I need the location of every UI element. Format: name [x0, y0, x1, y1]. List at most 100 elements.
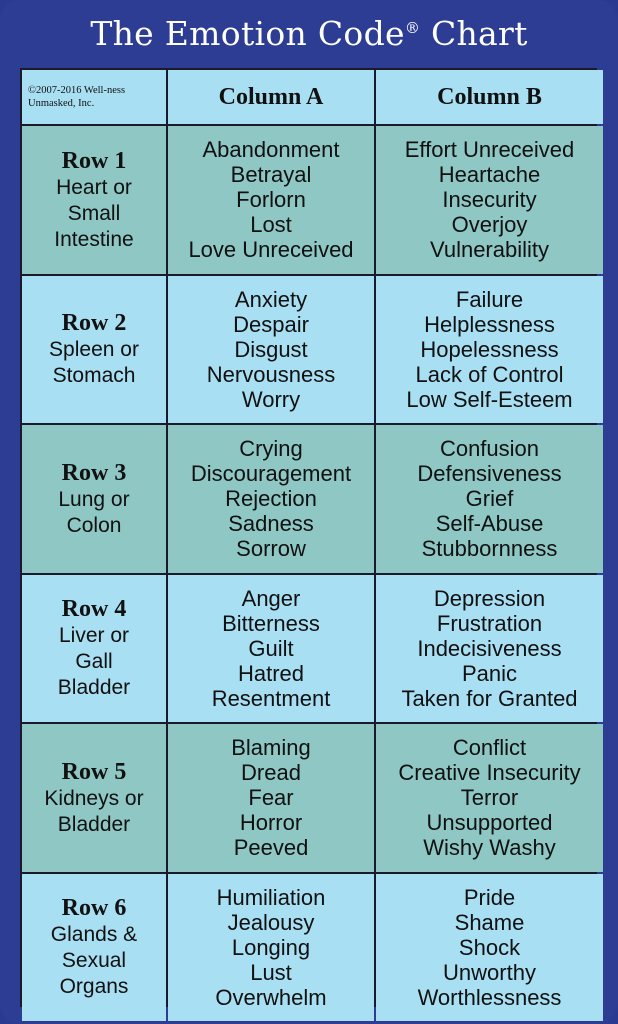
- emotion-item: Effort Unreceived: [404, 137, 575, 163]
- emotion-item: Lust: [250, 959, 292, 985]
- emotion-item: Helplessness: [424, 311, 555, 337]
- emotion-item: Anger: [241, 585, 301, 611]
- emotion-item: Jealousy: [227, 909, 315, 935]
- emotion-table: ©2007-2016 Well-ness Unmasked, Inc. Colu…: [20, 68, 603, 1021]
- row-label: Row 1: [61, 147, 127, 174]
- emotion-item: Lack of Control: [415, 361, 564, 387]
- emotion-item: Creative Insecurity: [398, 760, 581, 786]
- emotion-item: Nervousness: [206, 361, 336, 387]
- organ-text: Gall: [75, 650, 113, 674]
- row-label: Row 2: [61, 310, 127, 337]
- emotion-item: Overwhelm: [215, 984, 327, 1010]
- emotion-item: Dread: [241, 760, 301, 786]
- emotion-item: Forlorn: [236, 187, 306, 213]
- emotion-item: Low Self-Esteem: [406, 386, 573, 412]
- title-text: The Emotion Code: [90, 14, 405, 53]
- emotion-item: Conflict: [452, 735, 527, 761]
- emotion-item: Fear: [248, 785, 294, 811]
- emotion-item: Taken for Granted: [401, 685, 578, 711]
- organ-text: Organs: [59, 975, 129, 999]
- organ-text: Liver or: [58, 624, 130, 648]
- emotion-item: Stubbornness: [421, 536, 558, 562]
- organ-text: Kidneys or: [44, 786, 144, 810]
- emotion-item: Resentment: [211, 685, 331, 711]
- emotion-item: Indecisiveness: [417, 635, 562, 661]
- emotion-item: Confusion: [439, 436, 540, 462]
- registered-mark: ®: [404, 19, 421, 37]
- emotion-item: Depression: [433, 585, 546, 611]
- emotion-item: Discouragement: [190, 461, 352, 487]
- organ-text: Colon: [66, 513, 122, 537]
- emotion-item: Unworthy: [443, 959, 536, 985]
- emotion-item: Hopelessness: [420, 336, 559, 362]
- organ-text: Spleen or: [49, 338, 139, 362]
- emotion-item: Wishy Washy: [423, 835, 556, 861]
- emotion-item: Shock: [458, 934, 521, 960]
- emotion-item: Insecurity: [442, 187, 537, 213]
- emotion-item: Guilt: [248, 635, 294, 661]
- title-suffix: Chart: [430, 14, 528, 53]
- organ-text: Lung or: [58, 487, 130, 511]
- emotion-item: Self-Abuse: [435, 511, 544, 537]
- organ-text: Intestine: [54, 227, 134, 251]
- emotion-item: Heartache: [438, 162, 541, 188]
- organ-text: Stomach: [52, 364, 136, 388]
- emotion-item: Sorrow: [236, 536, 306, 562]
- column-b-header: Column B: [376, 70, 603, 124]
- emotion-item: Blaming: [231, 735, 311, 761]
- emotion-item: Hatred: [237, 660, 305, 686]
- emotion-item: Defensiveness: [417, 461, 562, 487]
- emotion-item: Failure: [455, 286, 524, 312]
- emotion-item: Vulnerability: [429, 237, 550, 263]
- organ-text: Bladder: [57, 676, 131, 700]
- organ-text: Heart or: [56, 175, 132, 199]
- row-label: Row 5: [61, 758, 127, 785]
- organ-text: Bladder: [57, 812, 131, 836]
- emotion-item: Peeved: [233, 835, 309, 861]
- organ-text: Sexual: [61, 949, 127, 973]
- copyright-cell: ©2007-2016 Well-ness Unmasked, Inc.: [22, 70, 166, 124]
- emotion-item: Disgust: [234, 336, 308, 362]
- organ-text: Glands &: [50, 923, 138, 947]
- emotion-item: Abandonment: [202, 137, 340, 163]
- emotion-item: Worthlessness: [417, 984, 562, 1010]
- emotion-item: Rejection: [225, 486, 317, 512]
- emotion-item: Bitterness: [222, 610, 320, 636]
- emotion-item: Terror: [460, 785, 519, 811]
- emotion-item: Grief: [465, 486, 514, 512]
- column-b-label: Column B: [437, 83, 542, 110]
- row-label: Row 4: [61, 596, 127, 623]
- emotion-item: Sadness: [228, 511, 314, 537]
- column-a-header: Column A: [168, 70, 374, 124]
- row-label: Row 3: [61, 459, 127, 486]
- emotion-item: Longing: [231, 934, 311, 960]
- emotion-item: Unsupported: [426, 810, 553, 836]
- column-a-label: Column A: [218, 83, 324, 110]
- copyright-text: ©2007-2016 Well-ness Unmasked, Inc.: [28, 85, 126, 109]
- emotion-item: Frustration: [436, 610, 543, 636]
- emotion-item: Worry: [241, 386, 301, 412]
- emotion-item: Overjoy: [451, 212, 528, 238]
- row-label: Row 6: [61, 895, 127, 922]
- emotion-item: Lost: [250, 212, 292, 238]
- chart-title: The Emotion Code® Chart: [0, 14, 618, 53]
